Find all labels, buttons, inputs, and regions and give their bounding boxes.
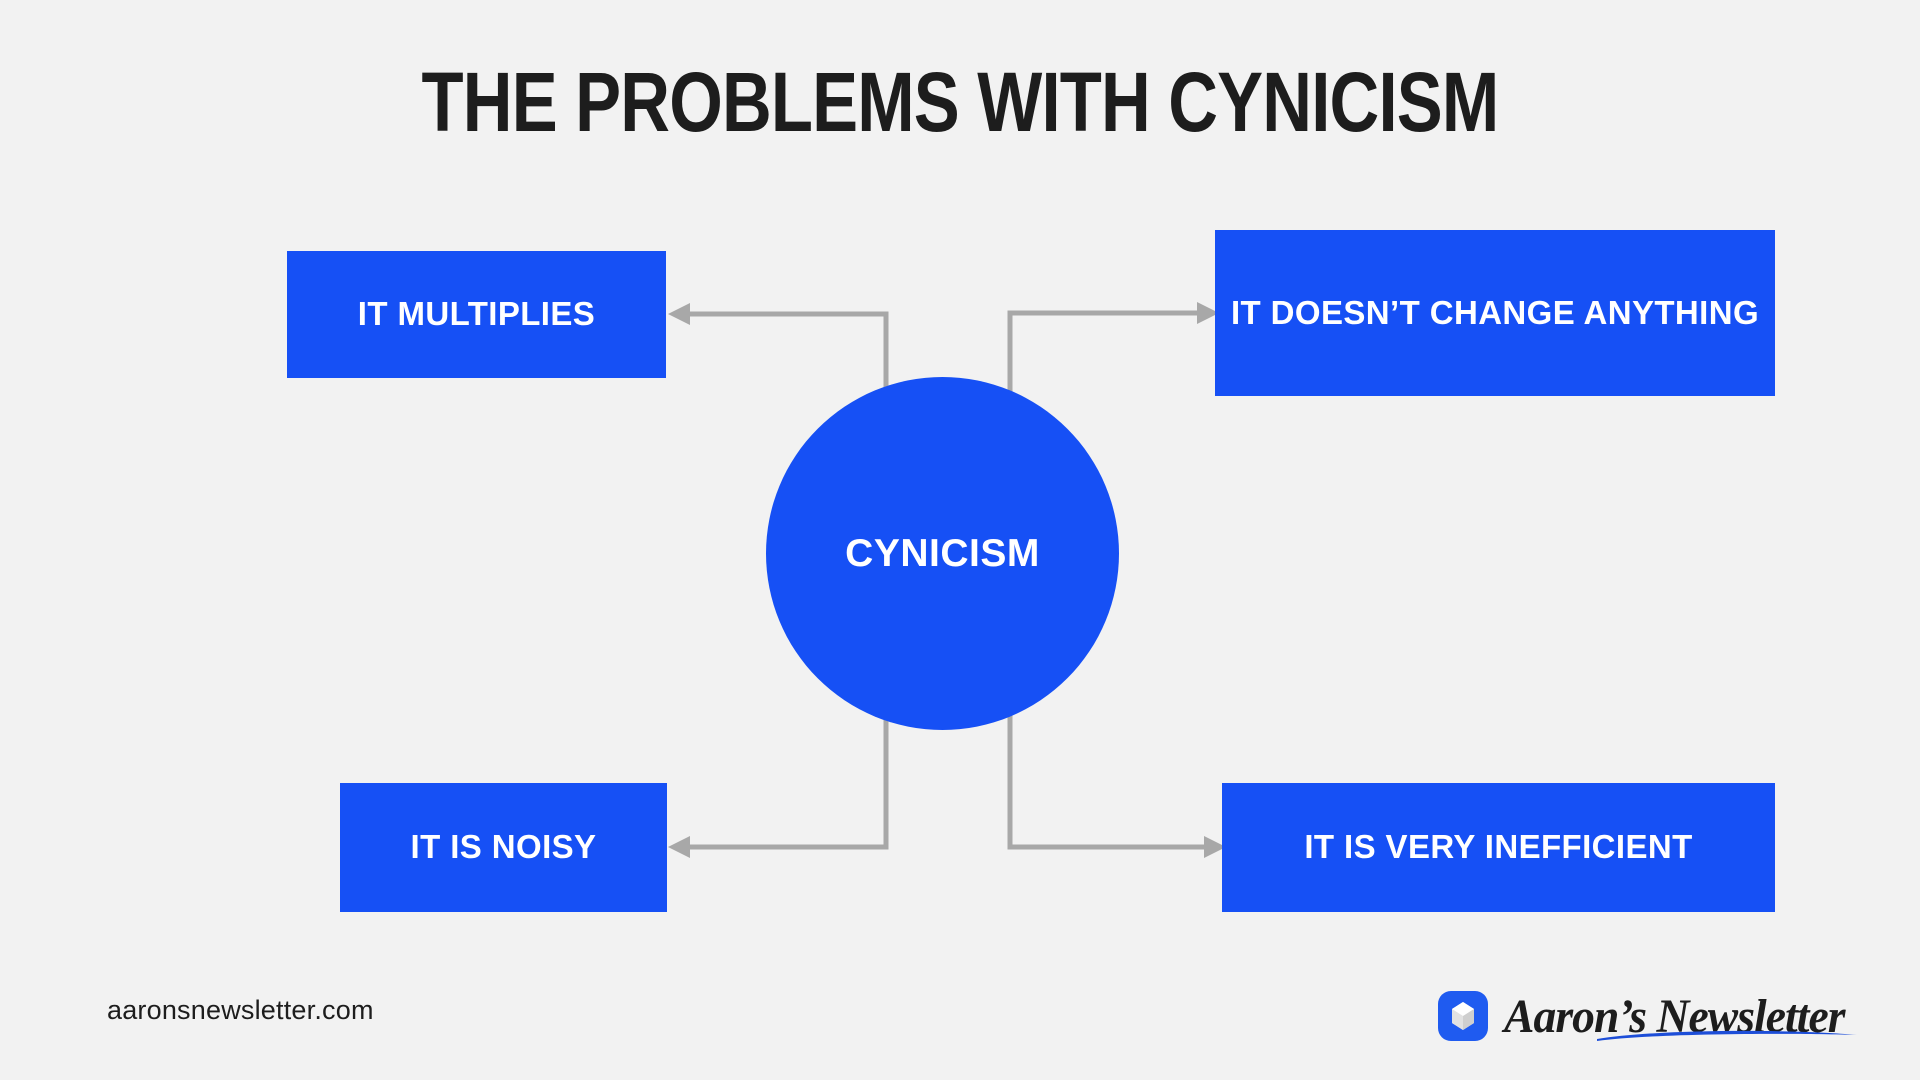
center-node-cynicism[interactable]: CYNICISM: [766, 377, 1119, 730]
brand-logo: Aaron’s Newsletter: [1438, 980, 1862, 1052]
arrow-head-right-icon: [1204, 836, 1226, 858]
node-box-noisy[interactable]: IT IS NOISY: [340, 783, 667, 912]
node-label: IT IS NOISY: [410, 828, 597, 866]
node-box-doesnt-change[interactable]: IT DOESN’T CHANGE ANYTHING: [1215, 230, 1775, 396]
brand-wordmark: Aaron’s Newsletter: [1504, 989, 1845, 1043]
arrow-head-right-icon: [1197, 302, 1219, 324]
arrow-head-left-icon: [668, 836, 690, 858]
brand-mark: [1438, 991, 1488, 1041]
node-label: IT IS VERY INEFFICIENT: [1304, 828, 1693, 866]
brand-wordmark-wrap: Aaron’s Newsletter: [1504, 985, 1862, 1047]
node-box-multiplies[interactable]: IT MULTIPLIES: [287, 251, 666, 378]
arrow-head-left-icon: [668, 303, 690, 325]
site-url-text: aaronsnewsletter.com: [107, 995, 374, 1025]
center-node-label: CYNICISM: [845, 531, 1040, 575]
polyhedron-gem-icon: [1452, 1002, 1474, 1030]
node-label: IT DOESN’T CHANGE ANYTHING: [1230, 293, 1760, 331]
page-title: THE PROBLEMS WITH CYNICISM: [421, 55, 1500, 149]
node-box-inefficient[interactable]: IT IS VERY INEFFICIENT: [1222, 783, 1775, 912]
node-label: IT MULTIPLIES: [357, 295, 596, 333]
